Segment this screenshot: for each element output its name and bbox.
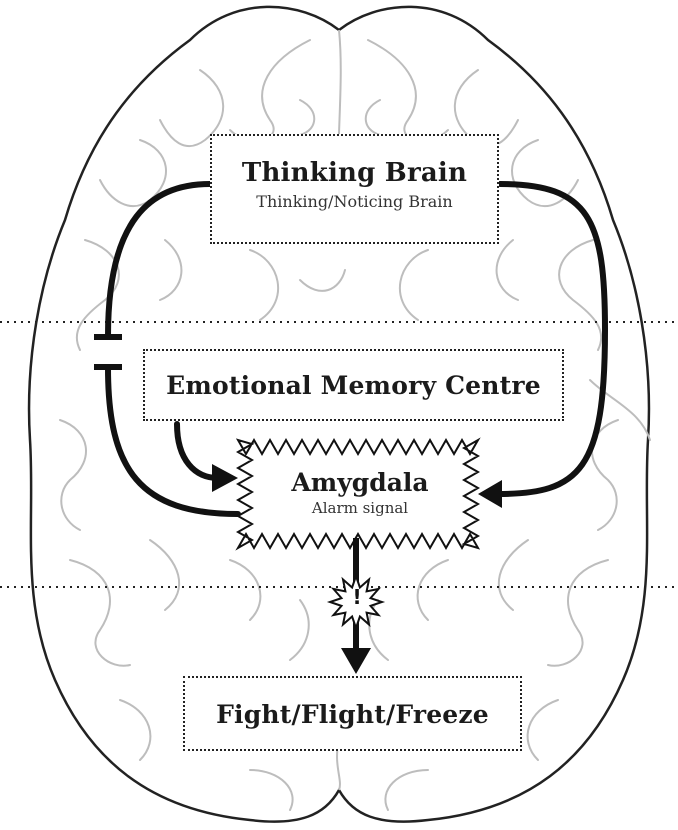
response-arrowhead <box>341 648 371 674</box>
memory-arrowhead <box>212 464 238 492</box>
alert-burst-icon <box>326 572 386 632</box>
thinking-brain-title: Thinking Brain <box>241 158 468 188</box>
amygdala-title: Amygdala <box>291 468 429 497</box>
right-connection-arrow <box>495 181 609 497</box>
emotional-memory-box: Emotional Memory Centre <box>143 349 564 421</box>
amygdala-label: Amygdala Alarm signal <box>240 468 480 517</box>
thinking-brain-box: Thinking Brain Thinking/Noticing Brain <box>210 134 499 244</box>
memory-to-amygdala-arrow <box>174 421 221 481</box>
left-connection-arrow <box>105 181 241 517</box>
amygdala-subtitle: Alarm signal <box>311 499 409 517</box>
amygdala-burst <box>235 437 481 551</box>
fight-flight-freeze-box: Fight/Flight/Freeze <box>183 676 522 751</box>
alert-symbol: ! <box>352 585 362 609</box>
thinking-brain-subtitle: Thinking/Noticing Brain <box>256 192 453 211</box>
fight-flight-freeze-title: Fight/Flight/Freeze <box>216 700 489 729</box>
emotional-memory-title: Emotional Memory Centre <box>166 371 541 400</box>
right-arrowhead <box>478 480 502 508</box>
